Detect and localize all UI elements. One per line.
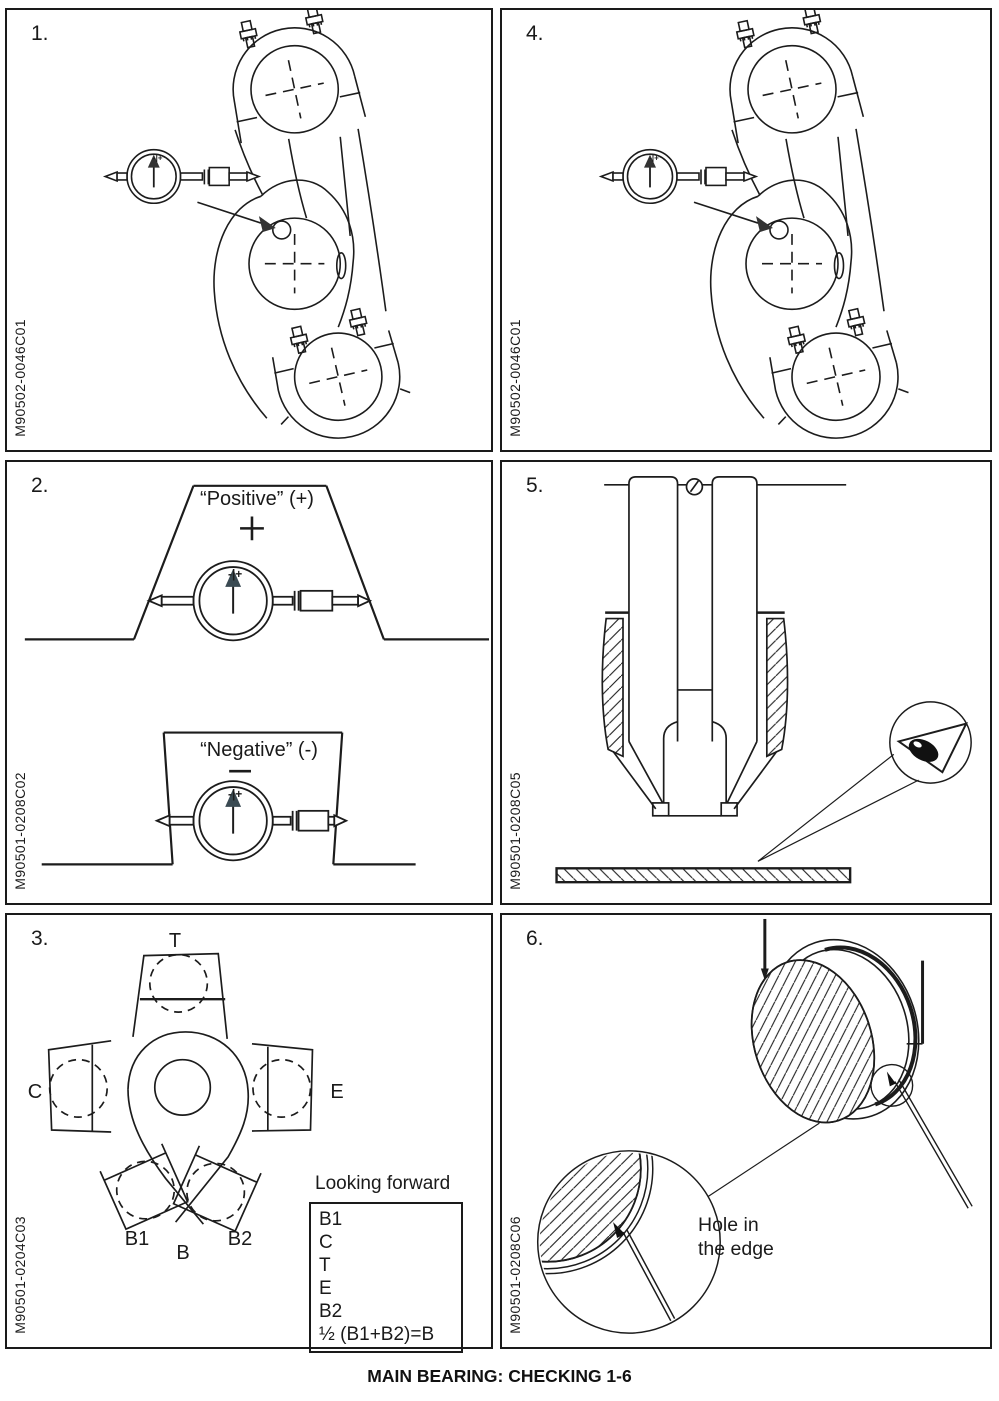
figure-code-label: M90502-0046C01 (12, 319, 28, 437)
page-caption: MAIN BEARING: CHECKING 1-6 (367, 1366, 632, 1386)
crank-journal-measure-points-figure (47, 952, 314, 1233)
connecting-rod-dial-gauge-figure (502, 10, 990, 450)
legend-item: B1 (319, 1209, 343, 1230)
panel-2: -|+ -|+ (5, 460, 493, 905)
svg-text:-|+: -|+ (228, 567, 242, 581)
svg-text:-|+: -|+ (228, 787, 242, 801)
label-top: T (168, 930, 182, 952)
negative-label: “Negative” (-) (200, 739, 318, 761)
bearing-tool-section-figure (555, 476, 972, 884)
positive-negative-gauge-figure: -|+ -|+ (24, 484, 490, 866)
panel-5: 5. M90501-0208C05 (500, 460, 992, 905)
legend-title: Looking forward (315, 1173, 451, 1194)
connecting-rod-dial-gauge-figure (7, 10, 491, 450)
panel-4: 4. M90502-0046C01 (500, 8, 992, 452)
figure-code-label: M90501-0208C06 (507, 1216, 523, 1334)
legend-item: B2 (319, 1301, 343, 1322)
figure-code-label: M90501-0208C02 (12, 772, 28, 890)
figure-code-label: M90502-0046C01 (507, 319, 523, 437)
panel-number: 1. (31, 22, 49, 45)
panel-number: 2. (31, 474, 49, 497)
label-bottom-left: B1 (124, 1228, 150, 1250)
panel-number: 4. (526, 22, 544, 45)
label-bottom: B (176, 1242, 190, 1264)
label-left: C (27, 1081, 43, 1103)
panel-3: T C E B1 B B2 Looking forward B1 C T E B… (5, 913, 493, 1353)
panel-1: 1. M90502-0046C01 (5, 8, 493, 452)
eye-icon (889, 701, 972, 784)
figure-code-label: M90501-0208C05 (507, 772, 523, 890)
legend-items: B1 C T E B2 ½ (B1+B2)=B (309, 1202, 463, 1353)
legend-item: C (319, 1232, 333, 1253)
legend-box: Looking forward B1 C T E B2 ½ (B1+B2)=B (309, 1173, 469, 1353)
positive-label: “Positive” (+) (200, 488, 314, 510)
panel-6: Hole in the edge 6. M90501-0208C06 (500, 913, 992, 1349)
thrust-washer-hole-figure (536, 918, 973, 1334)
label-bottom-right: B2 (227, 1228, 253, 1250)
panel-number: 3. (31, 927, 49, 950)
panel-number: 5. (526, 474, 544, 497)
hole-in-edge-callout: Hole in the edge (698, 1214, 774, 1260)
label-right: E (330, 1081, 344, 1103)
panel-number: 6. (526, 927, 544, 950)
legend-item: T (319, 1255, 331, 1276)
legend-item: ½ (B1+B2)=B (319, 1324, 435, 1345)
figure-code-label: M90501-0204C03 (12, 1216, 28, 1334)
legend-item: E (319, 1278, 332, 1299)
